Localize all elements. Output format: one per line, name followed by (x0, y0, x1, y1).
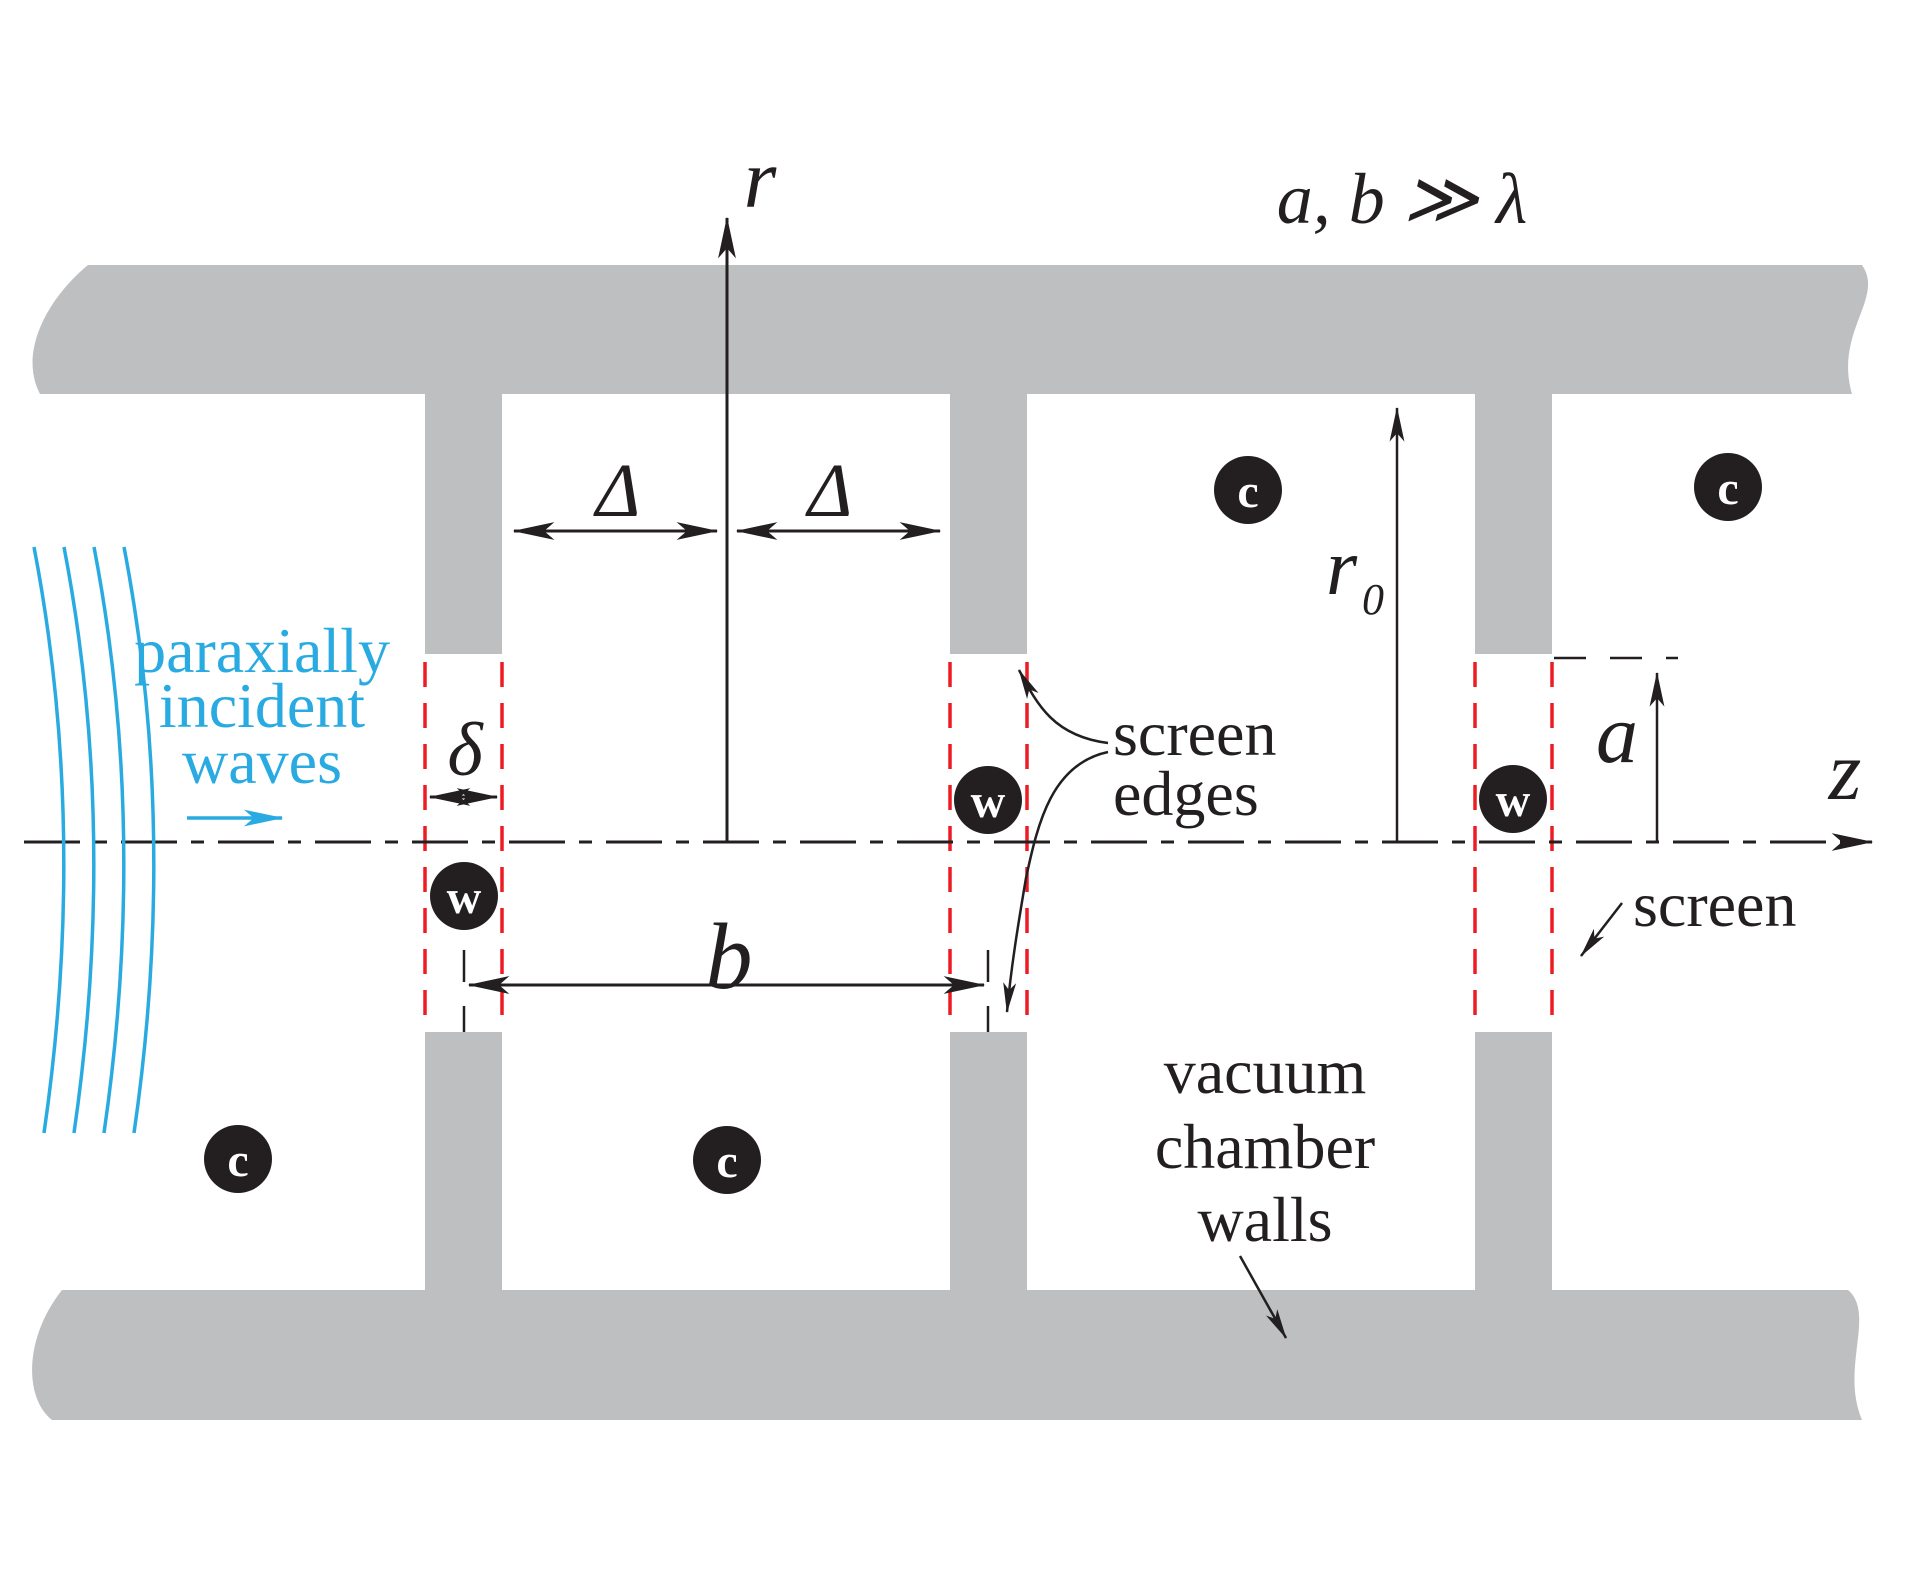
c-badge-4: c (693, 1126, 761, 1194)
w-badge-1: w (430, 862, 498, 930)
screen-edges-label: screen edges (1113, 698, 1276, 829)
screen-label-arrow (1580, 902, 1623, 957)
r0-subscript: 0 (1362, 575, 1384, 624)
screen-column-bottom-3 (1475, 1032, 1552, 1292)
incident-wavefronts (32, 546, 156, 1134)
c-badge-circle (1694, 453, 1762, 521)
wavefront-arc-2 (62, 546, 96, 1134)
c-badge-3: c (204, 1125, 272, 1193)
walls-label-line2: chamber (1155, 1111, 1375, 1182)
screen-edges-arrow-lower (1003, 750, 1109, 1014)
c-badge-circle (693, 1126, 761, 1194)
screen-edges-arrow-upper (1017, 669, 1109, 745)
c-badge-letter: c (1717, 462, 1738, 515)
b-dimension-label: b (706, 905, 753, 1009)
w-badge-circle (1479, 765, 1547, 833)
w-badge-letter: w (447, 871, 482, 924)
c-badge-1: c (1214, 456, 1282, 524)
walls-label-line3: walls (1197, 1184, 1332, 1255)
w-badge-circle (954, 766, 1022, 834)
formula-label: a, b ≫ λ (1277, 159, 1528, 239)
vacuum-chamber-walls (32, 265, 1869, 1420)
screen-column-top-1 (425, 390, 502, 654)
c-badge-circle (1214, 456, 1282, 524)
w-badge-2: w (954, 766, 1022, 834)
r-axis-label: r (744, 133, 777, 226)
z-axis-label: z (1828, 725, 1862, 818)
c-badge-letter: c (227, 1134, 248, 1187)
screen-edges-line2: edges (1113, 758, 1259, 829)
bottom-wall (32, 1290, 1862, 1420)
wavefront-arc-1 (32, 546, 66, 1134)
a-dimension-label: a (1596, 688, 1638, 781)
incident-waves-line3: waves (182, 726, 342, 797)
r0-base: r (1326, 524, 1358, 612)
delta-label-left: Δ (593, 449, 641, 533)
delta-label-right: Δ (805, 449, 853, 533)
incident-waves-line2: incident (159, 670, 365, 741)
screen-column-top-3 (1475, 390, 1552, 654)
c-badge-letter: c (716, 1135, 737, 1188)
walls-label-arrow (1238, 1255, 1288, 1339)
c-badge-letter: c (1237, 465, 1258, 518)
vacuum-chamber-walls-label: vacuum chamber walls (1155, 1036, 1375, 1255)
small-delta-label: δ (447, 708, 484, 792)
w-badge-letter: w (1496, 774, 1531, 827)
walls-label-line1: vacuum (1164, 1036, 1367, 1107)
wavefront-arc-3 (92, 546, 126, 1134)
dimension-extension-lines (462, 656, 1678, 1032)
r0-dimension-label: r 0 (1326, 524, 1384, 624)
screen-column-bottom-2 (950, 1032, 1027, 1292)
region-badges: w w w c c c c (204, 453, 1762, 1194)
c-badge-2: c (1694, 453, 1762, 521)
w-badge-3: w (1479, 765, 1547, 833)
c-badge-circle (204, 1125, 272, 1193)
w-badge-circle (430, 862, 498, 930)
screen-column-bottom-1 (425, 1032, 502, 1292)
screen-column-top-2 (950, 390, 1027, 654)
wavefront-arc-4 (122, 546, 156, 1134)
w-badge-letter: w (971, 775, 1006, 828)
screen-label: screen (1633, 869, 1796, 940)
incident-waves-line1: paraxially (134, 615, 390, 686)
screen-edges-line1: screen (1113, 698, 1276, 769)
incident-waves-label: paraxially incident waves (134, 615, 390, 797)
top-wall (32, 265, 1869, 394)
